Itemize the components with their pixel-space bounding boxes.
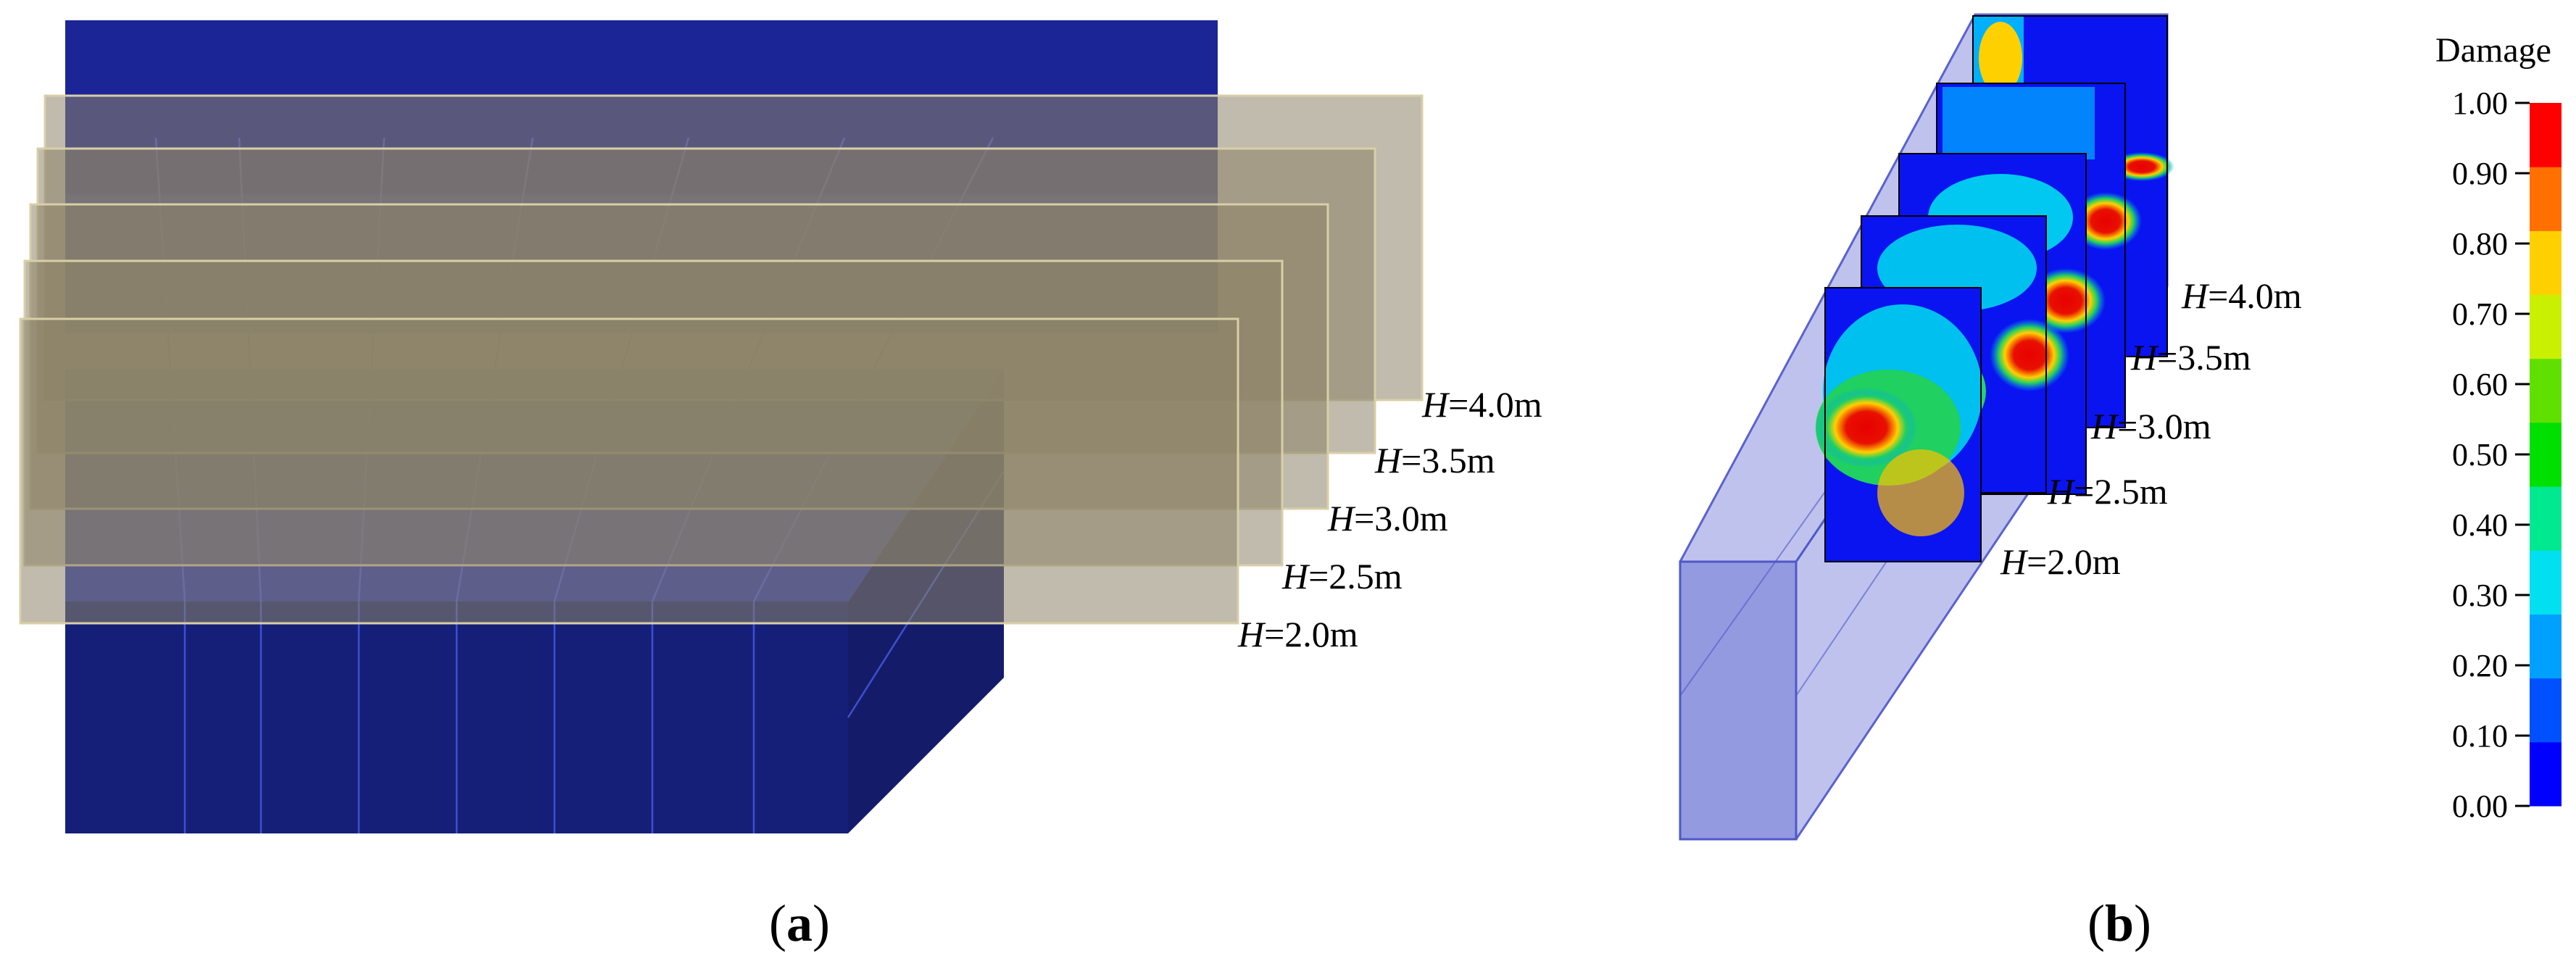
legend-color-segment: [2530, 422, 2562, 487]
panel-a-model: [19, 20, 1424, 833]
legend-tick-label: 0.30: [2452, 578, 2508, 613]
legend-color-segment: [2530, 550, 2562, 615]
label-a-h30: H=3.0m: [1327, 498, 1448, 538]
legend-tick-label: 0.50: [2452, 437, 2508, 473]
label-b-h30: H=3.0m: [2090, 406, 2211, 446]
legend-color-segment: [2530, 486, 2562, 551]
slice-h20: [1816, 287, 1982, 562]
label-b-h35: H=3.5m: [2130, 337, 2251, 378]
panel-b-model: [1679, 13, 2174, 841]
label-b-h40: H=4.0m: [2181, 275, 2302, 316]
caption-b: (b): [2087, 894, 2151, 952]
label-a-h20: H=2.0m: [1237, 614, 1358, 654]
legend-color-segment: [2530, 103, 2562, 167]
legend-color-segment: [2530, 358, 2562, 423]
legend-tick-label: 0.60: [2452, 367, 2508, 402]
prism-front-face: [1679, 560, 1798, 841]
label-a-h35: H=3.5m: [1374, 440, 1495, 480]
legend-color-segment: [2530, 230, 2562, 296]
damage-legend: Damage 1.00 0.90 0.80 0.70 0.60 0.50 0.40 0.30 0…: [2435, 31, 2562, 824]
legend-tick-label: 1.00: [2452, 86, 2508, 121]
legend-ticks: 1.00 0.90 0.80 0.70 0.60 0.50 0.40 0.30 0.20 0.10…: [2452, 86, 2530, 824]
plane-h20: [19, 317, 1239, 625]
legend-tick-label: 0.20: [2452, 648, 2508, 683]
legend-tick-label: 0.80: [2452, 226, 2508, 262]
cut-planes: [19, 94, 1424, 625]
legend-color-segment: [2530, 678, 2562, 743]
label-b-h25: H=2.5m: [2047, 471, 2168, 512]
legend-color-segment: [2530, 167, 2562, 231]
caption-a: (a): [769, 894, 830, 952]
panel-a-labels: H=4.0m H=3.5m H=3.0m H=2.5m H=2.0m: [1237, 384, 1542, 654]
legend-tick-label: 0.90: [2452, 156, 2508, 191]
label-b-h20: H=2.0m: [2000, 541, 2121, 582]
legend-color-segment: [2530, 614, 2562, 679]
label-a-h25: H=2.5m: [1281, 556, 1403, 596]
legend-color-segment: [2530, 294, 2562, 359]
label-a-h40: H=4.0m: [1421, 384, 1542, 425]
legend-title: Damage: [2435, 31, 2551, 70]
legend-color-segment: [2530, 741, 2562, 807]
legend-tick-label: 0.40: [2452, 507, 2508, 543]
legend-tick-label: 0.70: [2452, 296, 2508, 332]
legend-tick-label: 0.10: [2452, 718, 2508, 754]
legend-colorbar: [2530, 103, 2562, 807]
panel-b-labels: H=4.0m H=3.5m H=3.0m H=2.5m H=2.0m: [2000, 275, 2302, 582]
legend-tick-label: 0.00: [2452, 789, 2508, 824]
